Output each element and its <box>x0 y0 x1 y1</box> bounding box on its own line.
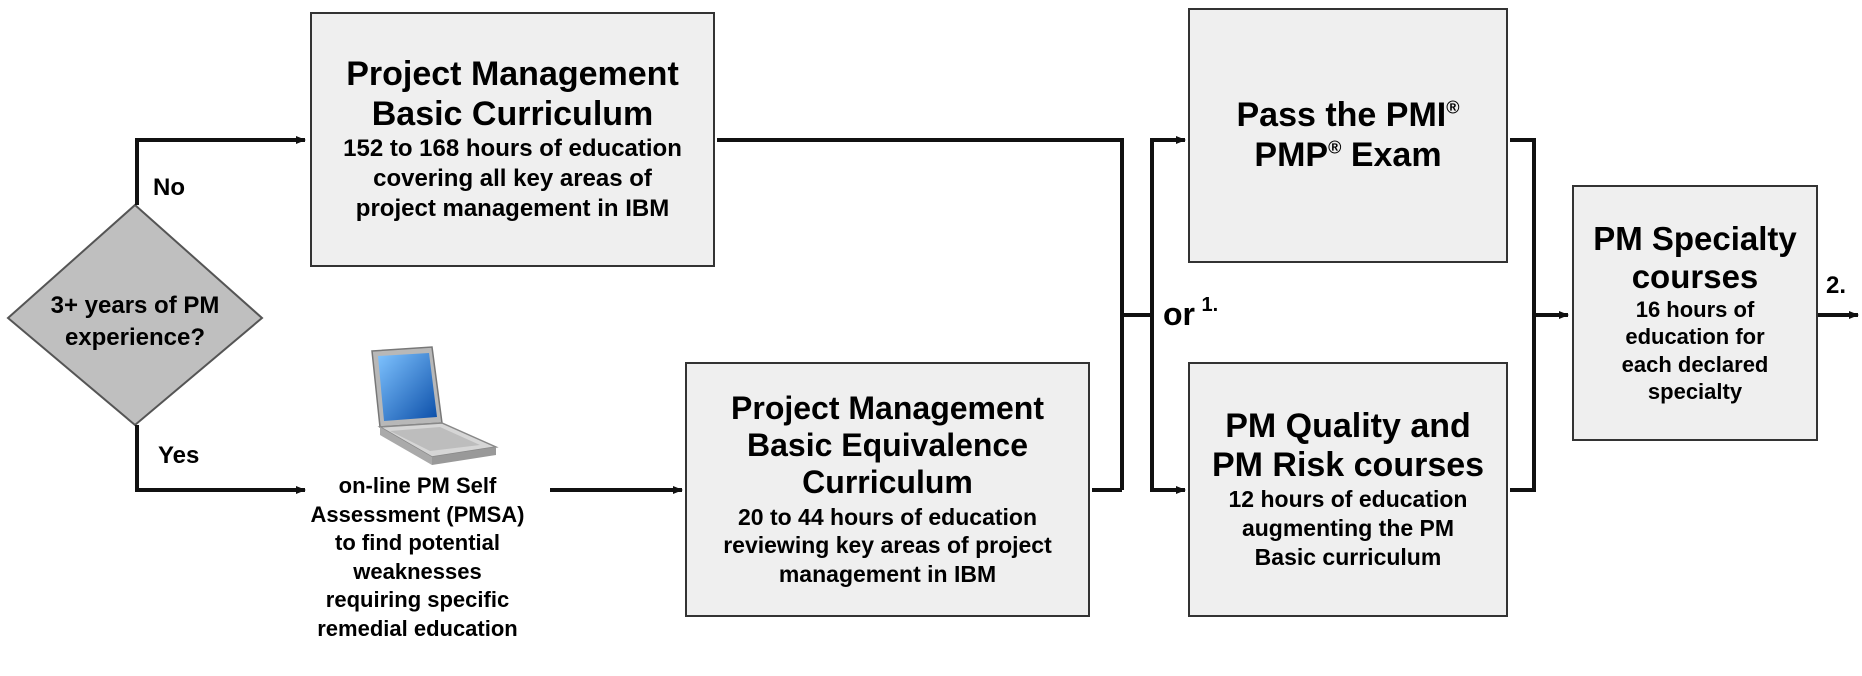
pmp-line-1: Pass the PMI® <box>1236 96 1459 135</box>
or-text: or <box>1163 296 1195 332</box>
yes-label: Yes <box>158 442 200 469</box>
equivalence-curriculum-box: Project Management Basic Equivalence Cur… <box>685 362 1090 617</box>
basic-curriculum-box: Project Management Basic Curriculum 152 … <box>310 12 715 267</box>
equivalence-title-3: Curriculum <box>802 463 973 500</box>
pmsa-line-2: Assessment (PMSA) <box>310 501 525 527</box>
basic-desc-2: covering all key areas of <box>373 164 652 192</box>
decision-line-2: experience? <box>64 324 206 352</box>
or-footnote: 1. <box>1201 294 1219 316</box>
no-path-arrow <box>135 136 306 205</box>
quality-risk-box: PM Quality and PM Risk courses 12 hours … <box>1188 362 1508 617</box>
equivalence-desc-3: management in IBM <box>778 561 997 588</box>
quality-title-2: PM Risk courses <box>1211 446 1485 485</box>
split-to-pmp-arrow <box>1150 136 1186 315</box>
specialty-desc-3: each declared <box>1621 351 1769 377</box>
quality-desc-1: 12 hours of education <box>1228 486 1468 513</box>
end-footnote: 2. <box>1826 272 1847 299</box>
equivalence-desc-2: reviewing key areas of project <box>723 532 1052 559</box>
no-label: No <box>153 174 185 201</box>
equivalence-title-1: Project Management <box>731 390 1044 427</box>
pmsa-line-4: weaknesses <box>353 558 482 584</box>
basic-title-2: Basic Curriculum <box>371 94 654 133</box>
pmp-registered-mark: ® <box>1328 137 1342 158</box>
or-label: or 1. <box>1163 294 1219 333</box>
pmp-line-1-text: Pass the PMI <box>1236 96 1447 135</box>
pmsa-description: on-line PM Self Assessment (PMSA) to fin… <box>275 472 560 644</box>
specialty-title-2: courses <box>1631 258 1759 295</box>
specialty-desc-1: 16 hours of <box>1635 296 1755 322</box>
pmsa-line-6: remedial education <box>317 615 518 641</box>
split-to-quality-arrow <box>1150 315 1186 494</box>
pmp-line-2-rest: Exam <box>1341 135 1442 174</box>
pmsa-line-1: on-line PM Self <box>338 473 497 498</box>
quality-title-1: PM Quality and <box>1225 407 1471 446</box>
equivalence-title-2: Basic Equivalence <box>746 426 1029 463</box>
connectors <box>135 136 1859 494</box>
basic-to-junction-line <box>717 138 1124 490</box>
decision-question: 3+ years of PM experience? <box>40 290 230 355</box>
pmi-registered-mark: ® <box>1446 98 1460 119</box>
pmsa-line-5: requiring specific <box>325 587 510 613</box>
pmp-to-merge-line <box>1510 138 1536 492</box>
quality-desc-3: Basic curriculum <box>1254 543 1442 570</box>
laptop-icon <box>371 346 499 465</box>
basic-desc-3: project management in IBM <box>355 194 670 222</box>
pmp-exam-box: Pass the PMI® PMP® Exam <box>1188 8 1508 263</box>
specialty-title-1: PM Specialty <box>1593 220 1797 258</box>
basic-desc-1: 152 to 168 hours of education <box>343 134 682 162</box>
decision-line-1: 3+ years of PM <box>50 292 220 319</box>
specialty-desc-4: specialty <box>1647 379 1743 405</box>
pmp-line-2: PMP® Exam <box>1254 136 1441 175</box>
pmp-line-2-text: PMP <box>1254 135 1329 174</box>
basic-title-1: Project Management <box>346 55 679 94</box>
yes-path-arrow <box>135 425 306 494</box>
equivalence-desc-1: 20 to 44 hours of education <box>737 503 1038 530</box>
specialty-courses-box: PM Specialty courses 16 hours of educati… <box>1572 185 1818 441</box>
pmsa-line-3: to find potential <box>335 530 500 556</box>
quality-desc-2: augmenting the PM <box>1241 515 1455 542</box>
specialty-desc-2: education for <box>1625 324 1765 350</box>
